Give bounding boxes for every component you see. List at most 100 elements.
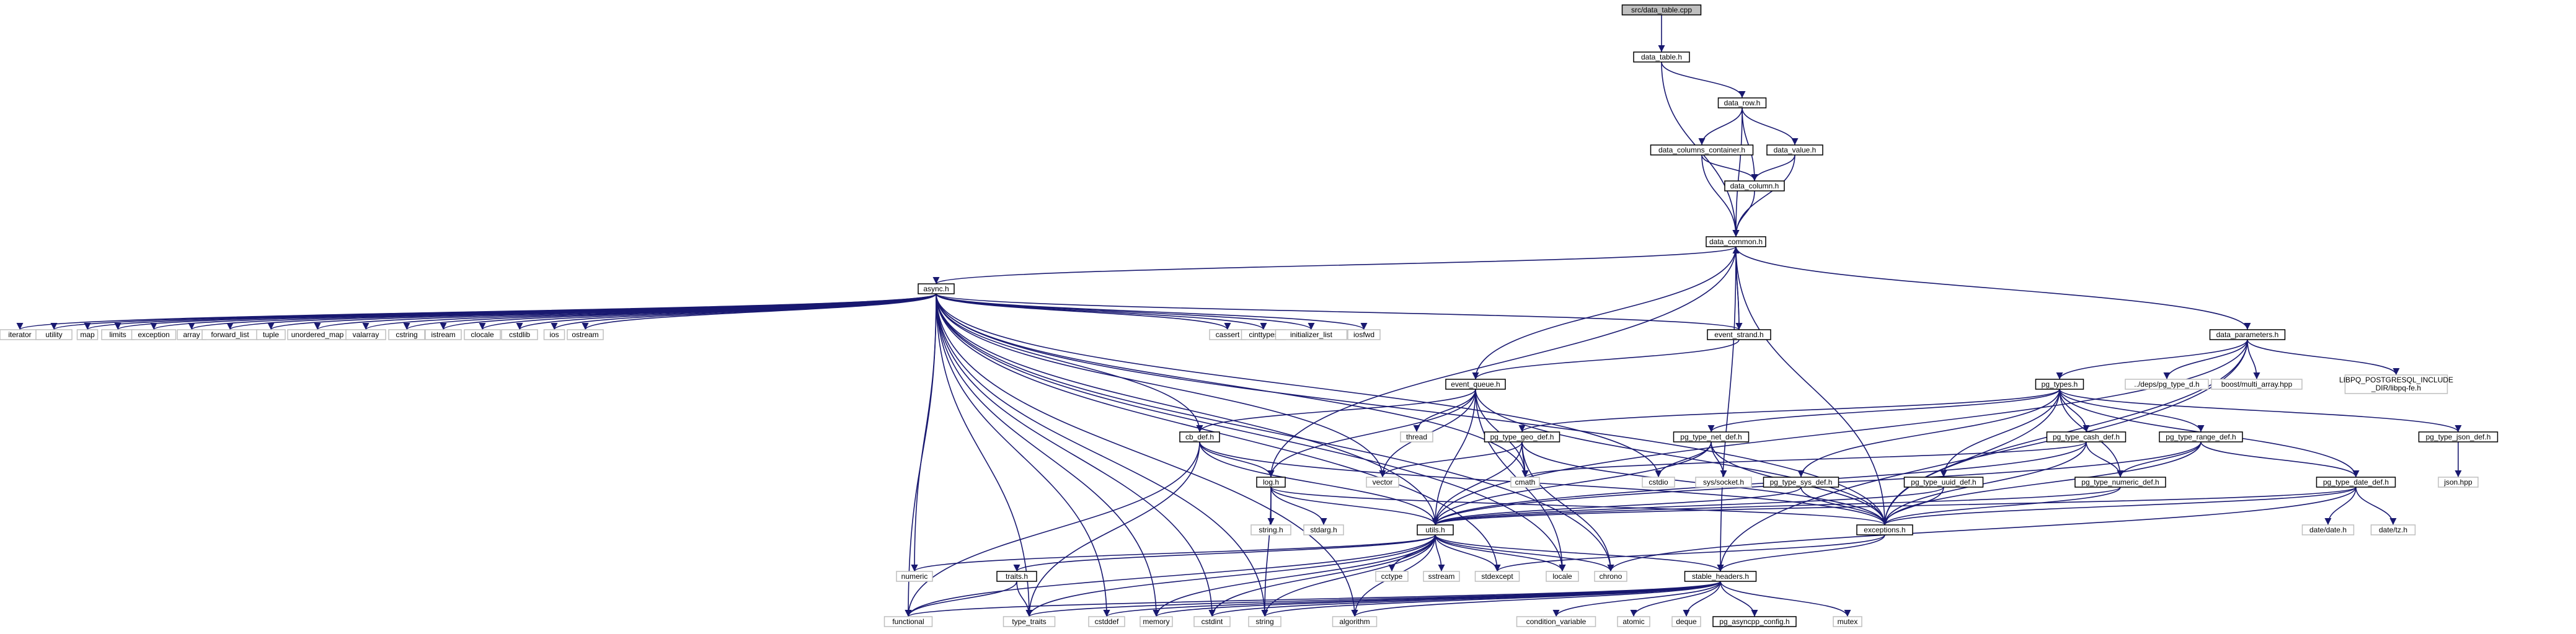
node-data-common-h[interactable]: data_common.h xyxy=(1706,236,1766,247)
node-async-h[interactable]: async.h xyxy=(918,283,955,294)
edge-async_h-to-ostream xyxy=(582,293,937,330)
node-stable-headers-h[interactable]: stable_headers.h xyxy=(1684,571,1757,582)
node-box xyxy=(1671,616,1701,627)
edge-stable_headers_h-to-deque xyxy=(1683,581,1721,617)
node-label: cstring xyxy=(396,330,417,339)
node-forward-list: forward_list xyxy=(201,329,259,340)
node-cb-def-h[interactable]: cb_def.h xyxy=(1179,431,1220,442)
node-box xyxy=(2418,431,2499,442)
node-pg-types-h[interactable]: pg_types.h xyxy=(2035,379,2084,390)
node-cinttypes: cinttypes xyxy=(1241,329,1286,340)
node-exception: exception xyxy=(131,329,177,340)
node-event-queue-h[interactable]: event_queue.h xyxy=(1445,379,1506,390)
edge-async_h-to-cstdint xyxy=(936,293,1216,617)
edge-pg_type_geo_def_h-to-utils_h xyxy=(1432,441,1523,526)
node-pg-type-date-def-h[interactable]: pg_type_date_def.h xyxy=(2316,477,2396,488)
node-cstdio: cstdio xyxy=(1642,477,1675,488)
node-traits-h[interactable]: traits.h xyxy=(996,571,1037,582)
node-pg-type-range-def-h[interactable]: pg_type_range_def.h xyxy=(2159,431,2243,442)
node-cstdint: cstdint xyxy=(1193,616,1231,627)
node-label: pg_type_sys_def.h xyxy=(1770,478,1833,487)
node-label: pg_type_date_def.h xyxy=(2323,478,2389,487)
node-label: cstdio xyxy=(1649,478,1668,487)
node-label: data_row.h xyxy=(1724,99,1761,107)
edge-async_h-to-vector xyxy=(936,293,1386,478)
edge-data_parameters_h-to-utils_h xyxy=(1432,339,2248,526)
node-box xyxy=(543,329,565,340)
node-locale: locale xyxy=(1546,571,1579,582)
node-label: cassert xyxy=(1216,330,1240,339)
node-pg-type-net-def-h[interactable]: pg_type_net_def.h xyxy=(1673,431,1750,442)
node-data-columns-container-h[interactable]: data_columns_container.h xyxy=(1650,144,1754,156)
edge-utils_h-to-sstream xyxy=(1435,534,1445,572)
node-pg-type-uuid-def-h[interactable]: pg_type_uuid_def.h xyxy=(1903,477,1984,488)
edge-traits_h-to-type_traits xyxy=(1016,581,1033,617)
edge-data_row_h-to-data_value_h xyxy=(1742,107,1799,146)
node-label: pg_type_json_def.h xyxy=(2426,433,2491,441)
edge-stable_headers_h-to-atomic xyxy=(1630,581,1721,617)
node-box xyxy=(1633,51,1690,63)
edge-exceptions_h-to-stdexcept xyxy=(1494,534,1885,572)
node-box xyxy=(1621,4,1702,15)
node-label: data_parameters.h xyxy=(2216,330,2279,339)
edge-data_value_h-to-data_common_h xyxy=(1732,154,1795,237)
node-label: initializer_list xyxy=(1290,330,1333,339)
node-pg-asyncpp-config-h[interactable]: pg_asyncpp_config.h xyxy=(1712,616,1797,627)
node-date-date-h: date/date.h xyxy=(2301,524,2355,535)
node-box xyxy=(1707,329,1771,340)
edge-async_h-to-algorithm xyxy=(936,293,1358,617)
node-event-strand-h[interactable]: event_strand.h xyxy=(1707,329,1771,340)
edge-pg_type_sys_def_h-to-utils_h xyxy=(1432,487,1802,526)
node-label: pg_type_cash_def.h xyxy=(2053,433,2120,441)
node-tuple: tuple xyxy=(256,329,286,340)
node-data-value-h[interactable]: data_value.h xyxy=(1766,144,1823,156)
edge-pg_types_h-to-pg_type_geo_def_h xyxy=(1518,389,2060,433)
node-box xyxy=(1510,477,1540,488)
node-box xyxy=(2438,477,2479,488)
nodes-layer: src/data_table.cpp data_table.h data_row.h… xyxy=(0,4,2499,627)
edge-exceptions_h-to-stable_headers_h xyxy=(1717,534,1885,572)
node-pg-type-sys-def-h[interactable]: pg_type_sys_def.h xyxy=(1763,477,1839,488)
node-data-row-h[interactable]: data_row.h xyxy=(1717,97,1767,108)
edge-data_common_h-to-stable_headers_h xyxy=(1717,246,1737,572)
node-label: ostream xyxy=(572,330,598,339)
edge-async_h-to-memory xyxy=(936,293,1160,617)
edge-cb_def_h-to-utils_h xyxy=(1199,441,1439,526)
edge-stable_headers_h-to-algorithm xyxy=(1351,581,1721,617)
node-data-parameters-h[interactable]: data_parameters.h xyxy=(2209,329,2286,340)
node-exceptions-h[interactable]: exceptions.h xyxy=(1856,524,1913,535)
node-label: chrono xyxy=(1600,572,1622,581)
edge-async_h-to-tuple xyxy=(267,293,937,330)
node-label: async.h xyxy=(923,284,949,293)
node-pg-type-geo-def-h[interactable]: pg_type_geo_def.h xyxy=(1484,431,1560,442)
node-root[interactable]: src/data_table.cpp xyxy=(1621,4,1702,15)
node-label: data_common.h xyxy=(1709,237,1763,246)
node-box xyxy=(1856,524,1913,535)
node-label: date/date.h xyxy=(2309,526,2347,534)
node-json-hpp: json.hpp xyxy=(2438,477,2479,488)
node-pg-type-cash-def-h[interactable]: pg_type_cash_def.h xyxy=(2046,431,2127,442)
edge-data_common_h-to-event_queue_h xyxy=(1472,246,1737,380)
node-cstddef: cstddef xyxy=(1088,616,1125,627)
edge-utils_h-to-stable_headers_h xyxy=(1435,534,1724,572)
node-pg-type-numeric-def-h[interactable]: pg_type_numeric_def.h xyxy=(2074,477,2166,488)
node-limits: limits xyxy=(101,329,135,340)
node-utils-h[interactable]: utils.h xyxy=(1417,524,1454,535)
node-ios: ios xyxy=(543,329,565,340)
node-algorithm: algorithm xyxy=(1332,616,1378,627)
node-label: atomic xyxy=(1622,617,1644,626)
node-data-table-h[interactable]: data_table.h xyxy=(1633,51,1690,63)
edge-data_table_h-to-data_row_h xyxy=(1661,61,1746,99)
edge-data_row_h-to-data_column_h xyxy=(1742,107,1758,182)
node-condition-variable: condition_variable xyxy=(1516,616,1596,627)
node-stdarg-h: stdarg.h xyxy=(1303,524,1344,535)
node-data-column-h[interactable]: data_column.h xyxy=(1724,180,1785,192)
node-log-h[interactable]: log.h xyxy=(1256,477,1286,488)
edge-stable_headers_h-to-cstdint xyxy=(1208,581,1721,617)
node-box xyxy=(131,329,177,340)
node-box xyxy=(2301,524,2355,535)
node-pg-type-json-def-h[interactable]: pg_type_json_def.h xyxy=(2418,431,2499,442)
node-box xyxy=(567,329,604,340)
node-ostream: ostream xyxy=(567,329,604,340)
